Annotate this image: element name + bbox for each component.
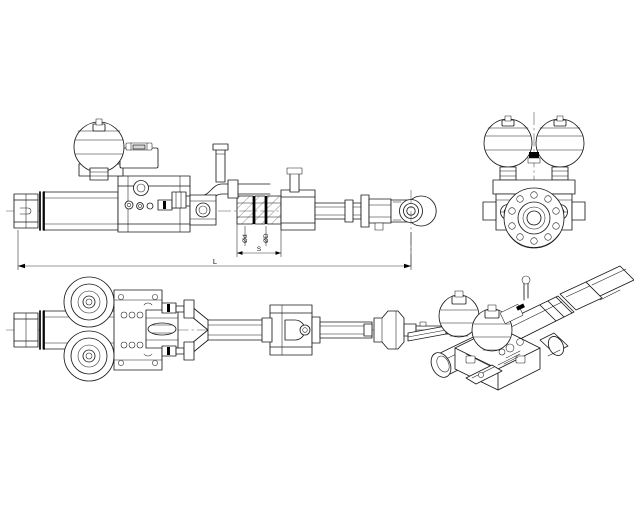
iso-standpipe: [521, 275, 531, 301]
piston-rod-plan: [319, 321, 373, 339]
cylinder-barrel: [39, 191, 119, 231]
intermediate-tube-plan: [207, 319, 271, 341]
rod-end-swivel: [360, 194, 392, 231]
front-head: [227, 167, 316, 231]
iso-accumulator-rear: [438, 290, 480, 338]
rod-eye: [390, 190, 437, 268]
view-plan: [6, 276, 471, 382]
gland-block: [189, 194, 217, 226]
valve-cartridges-plan: [161, 302, 185, 357]
dimension-label-L: L: [213, 257, 217, 266]
iso-leader-line: [599, 289, 621, 301]
sectioned-piston: [236, 195, 282, 225]
view-side-elevation: L S Ød ØD: [6, 118, 437, 270]
accumulator-sphere-left-end: [483, 115, 533, 168]
dimension-label-bore-dia: ØD: [263, 233, 270, 243]
valve-block-plan: [113, 289, 179, 371]
dimension-label-rod-dia: Ød: [242, 234, 249, 243]
flange-bolt-holes: [508, 191, 560, 245]
iso-accumulator-front: [471, 304, 513, 352]
gland-housing-plan: [261, 304, 321, 356]
accumulator-circle-top-plan: [63, 276, 115, 328]
rear-mount-clevis: [13, 193, 39, 229]
iso-mount-lug: [465, 364, 503, 385]
accumulator-sphere-right-end: [535, 115, 585, 168]
iso-rear-tube: [585, 265, 634, 297]
accumulator-circle-bottom-plan: [63, 330, 115, 382]
piston-rod: [314, 199, 362, 223]
iso-valve-fittings: [498, 303, 525, 365]
bolt-flange-end: [503, 187, 565, 249]
view-isometric: [407, 265, 634, 391]
rear-mount-clevis-plan: [13, 312, 39, 348]
dimension-group: L S Ød ØD: [17, 224, 412, 270]
iso-barrel-bands: [539, 281, 603, 322]
dimension-label-S: S: [257, 246, 261, 253]
iso-gland-rod: [539, 332, 569, 357]
view-end-elevation: [482, 112, 586, 249]
accumulator-sphere-side: [73, 118, 125, 181]
